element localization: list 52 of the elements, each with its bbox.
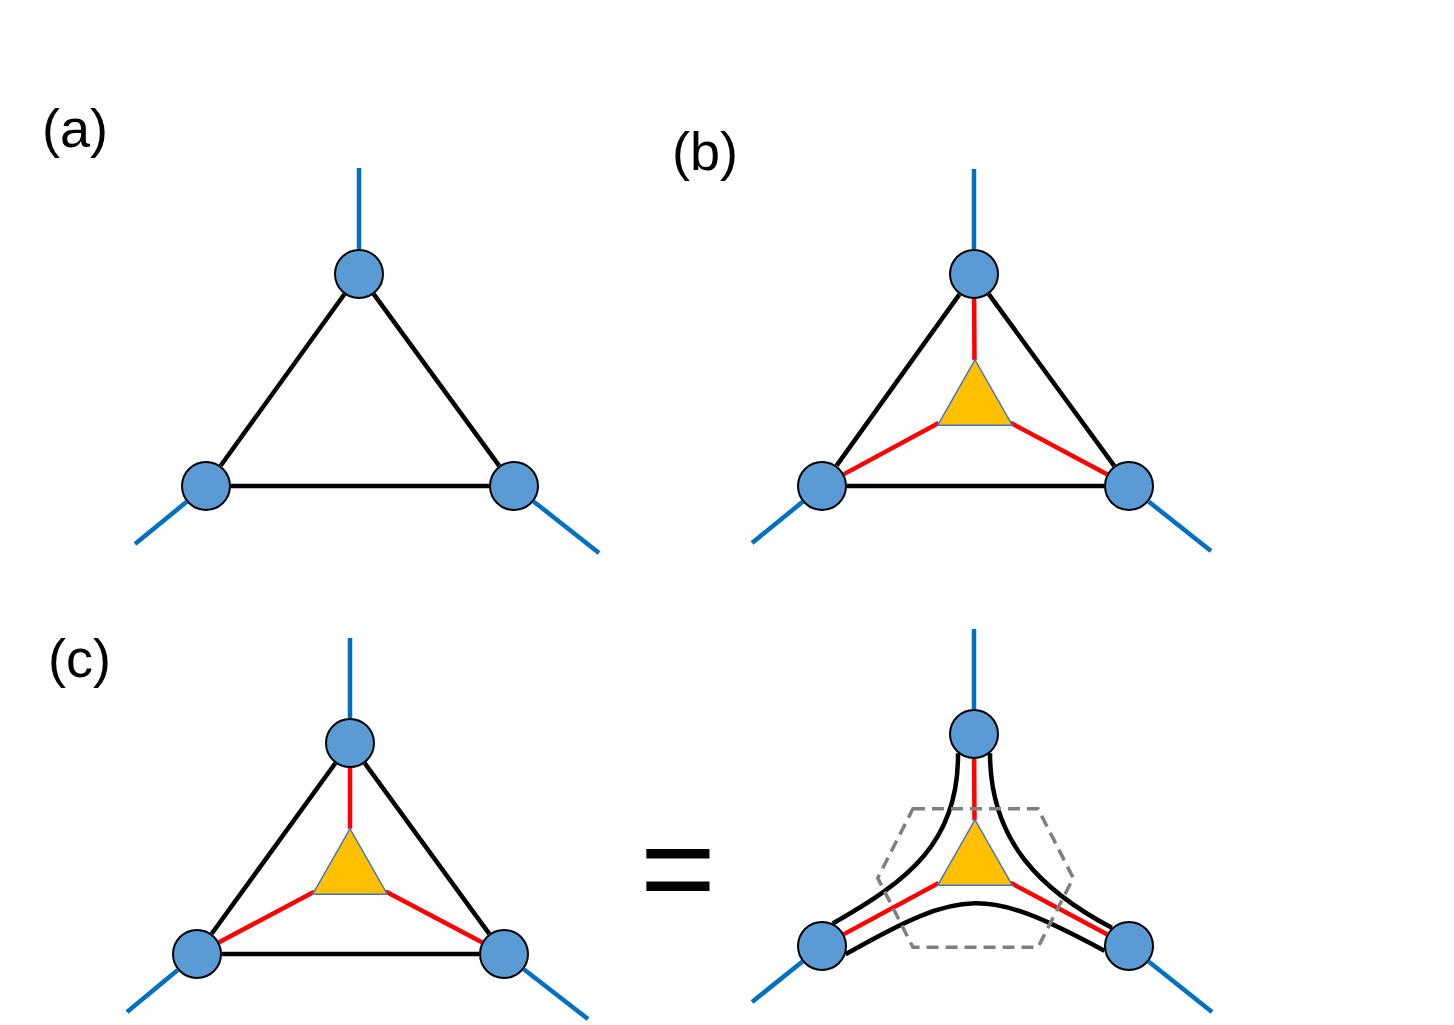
circle-node <box>334 249 384 299</box>
dangling-line <box>532 499 601 555</box>
circle-node <box>797 921 847 971</box>
dangling-line <box>125 968 180 1014</box>
triangle-node <box>936 359 1013 426</box>
connector-line <box>842 881 940 937</box>
dashed-hexagon <box>875 807 1075 949</box>
dangling-line <box>750 500 805 545</box>
connector-line <box>371 292 502 468</box>
connector-line <box>842 421 940 477</box>
connector-line <box>209 761 338 936</box>
dangling-line <box>1147 499 1213 553</box>
circle-node <box>1104 921 1154 971</box>
dangling-line <box>971 629 977 709</box>
connector-line <box>971 299 977 361</box>
panel-label: (b) <box>672 123 738 179</box>
connector-line <box>831 753 961 926</box>
connector-line <box>987 753 1113 930</box>
connector-line <box>971 759 977 821</box>
dangling-line <box>522 967 590 1021</box>
dangling-line <box>971 169 977 249</box>
connector-line <box>231 483 489 489</box>
connector-line <box>1009 880 1108 937</box>
circle-node <box>489 461 539 511</box>
circle-node <box>325 718 375 768</box>
connector-line <box>218 889 316 945</box>
dangling-line <box>347 638 353 718</box>
circle-node <box>949 249 999 299</box>
dangling-line <box>356 168 362 249</box>
connector-line <box>362 761 492 936</box>
connector-line <box>844 901 1106 957</box>
dangling-line <box>1147 959 1214 1014</box>
dangling-line <box>133 500 189 546</box>
triangle-node <box>936 819 1013 886</box>
connector-line <box>1009 420 1108 477</box>
panel-label: (c) <box>48 630 111 686</box>
connector-line <box>847 483 1104 489</box>
circle-node <box>181 461 231 511</box>
dangling-line <box>750 959 804 1004</box>
connector-line <box>986 292 1117 468</box>
connector-line <box>384 889 483 945</box>
circle-node <box>949 709 999 759</box>
triangle-node <box>312 828 388 895</box>
circle-node <box>172 929 222 979</box>
circle-node <box>479 929 529 979</box>
panel-label: (a) <box>42 100 108 156</box>
circle-node <box>797 461 847 511</box>
connector-line <box>222 951 479 957</box>
connector-line <box>218 292 347 468</box>
connector-line <box>347 768 353 829</box>
connector-line <box>834 293 962 467</box>
circle-node <box>1104 461 1154 511</box>
